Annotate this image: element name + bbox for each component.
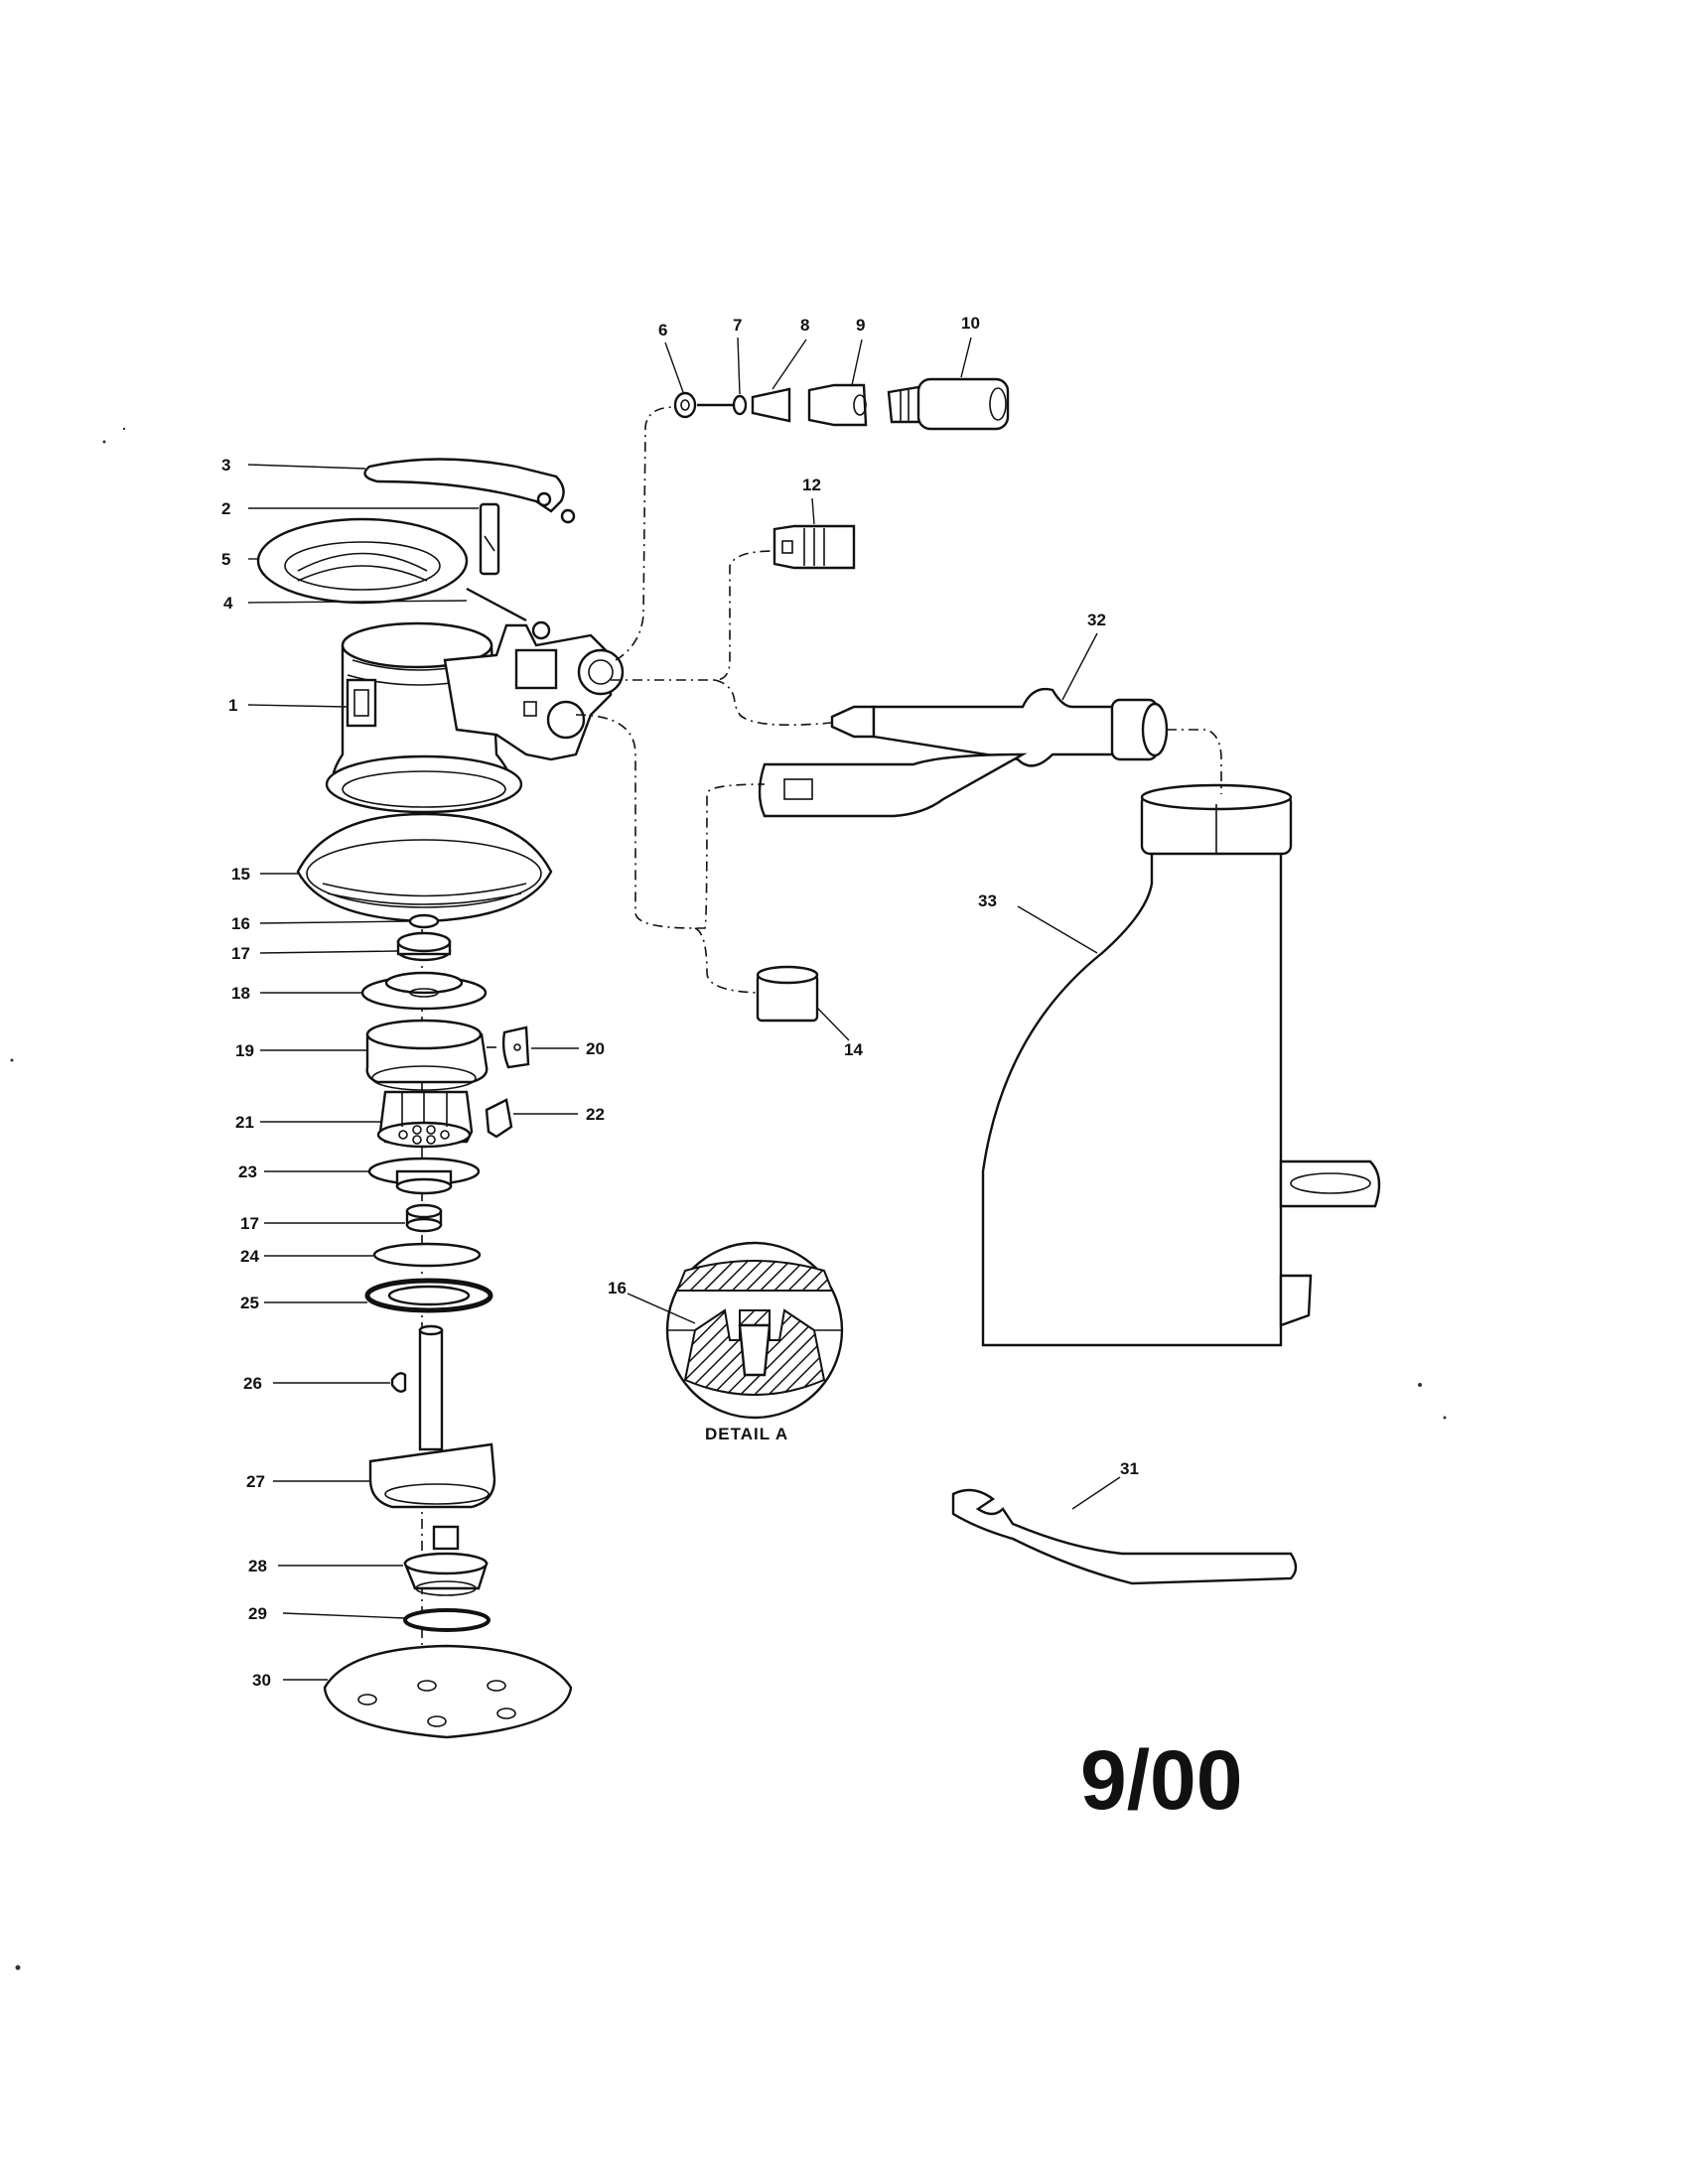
part-labels: 3 2 5 4 1 15 16 17 18 19 20 21 22 23 17 … [221, 314, 1243, 1827]
label-17-lower: 17 [240, 1214, 259, 1233]
part-18-end-plate [360, 971, 488, 1011]
part-3-throttle-lever [363, 458, 576, 524]
label-15: 15 [231, 865, 250, 884]
label-7: 7 [733, 316, 742, 335]
label-21: 21 [235, 1113, 254, 1132]
part-21-rotor [376, 1090, 474, 1149]
part-28-spindle [403, 1525, 489, 1596]
label-20: 20 [586, 1039, 605, 1058]
part-31-wrench [951, 1488, 1298, 1585]
route-to-cap [694, 927, 759, 994]
label-8: 8 [800, 316, 809, 335]
part-4-wire [466, 587, 527, 622]
label-30: 30 [252, 1671, 271, 1690]
part-20-clip [501, 1025, 530, 1069]
part-17-bearing-lower [405, 1203, 443, 1233]
label-9: 9 [856, 316, 865, 335]
part-9-bushing [807, 383, 868, 427]
route-to-muffler [611, 550, 775, 681]
label-31: 31 [1120, 1459, 1139, 1478]
label-22: 22 [586, 1105, 605, 1124]
part-33-dust-canister [981, 783, 1381, 1347]
label-10: 10 [961, 314, 980, 333]
label-16: 16 [231, 914, 250, 933]
part-16-o-ring [408, 913, 440, 929]
label-12: 12 [802, 476, 821, 494]
part-8-spring [751, 387, 791, 423]
label-26: 26 [243, 1374, 262, 1393]
route-to-hose [575, 714, 766, 929]
part-30-backing-pad [323, 1644, 573, 1739]
label-2: 2 [221, 499, 230, 518]
scan-specks [10, 427, 1447, 1971]
part-22-vane [485, 1098, 513, 1139]
part-14-cap [756, 965, 819, 1023]
label-24: 24 [240, 1247, 259, 1266]
route-to-fitting [615, 406, 676, 661]
part-5-ring [256, 517, 469, 605]
label-18: 18 [231, 984, 250, 1003]
part-6-nut [673, 391, 697, 419]
date-code: 9/00 [1080, 1733, 1243, 1827]
detail-a-caption: DETAIL A [705, 1425, 788, 1443]
label-27: 27 [246, 1472, 265, 1491]
detail-a-inset [665, 1241, 844, 1420]
label-3: 3 [221, 456, 230, 475]
label-6: 6 [658, 321, 667, 340]
part-19-cylinder [365, 1019, 489, 1091]
label-5: 5 [221, 550, 230, 569]
part-7-washer [732, 394, 748, 416]
label-33: 33 [978, 891, 997, 910]
label-19: 19 [235, 1041, 254, 1060]
label-4: 4 [223, 594, 233, 613]
part-29-ring [403, 1608, 491, 1632]
part-24-o-ring [372, 1242, 482, 1268]
part-17-bearing-upper [396, 931, 452, 962]
route-to-canister [1167, 729, 1222, 794]
part-1-housing [325, 620, 625, 814]
part-10-inlet-fitting [887, 377, 1010, 431]
label-32: 32 [1087, 611, 1106, 629]
label-1: 1 [228, 696, 237, 715]
part-23-end-plate [367, 1157, 481, 1195]
part-26-shaft [390, 1324, 444, 1451]
part-25-seal [364, 1278, 493, 1313]
part-2-pin [479, 502, 500, 576]
label-28: 28 [248, 1557, 267, 1575]
part-12-muffler [772, 524, 856, 570]
part-32-exhaust-adapter [758, 687, 1169, 818]
part-27-counterweight [368, 1442, 496, 1509]
label-16-detail: 16 [608, 1279, 627, 1297]
label-25: 25 [240, 1294, 259, 1312]
label-29: 29 [248, 1604, 267, 1623]
label-17-upper: 17 [231, 944, 250, 963]
route-to-adapter [714, 679, 833, 727]
label-14: 14 [844, 1040, 863, 1059]
label-23: 23 [238, 1162, 257, 1181]
leader-lines [247, 337, 1121, 1681]
part-15-shroud [296, 812, 553, 923]
